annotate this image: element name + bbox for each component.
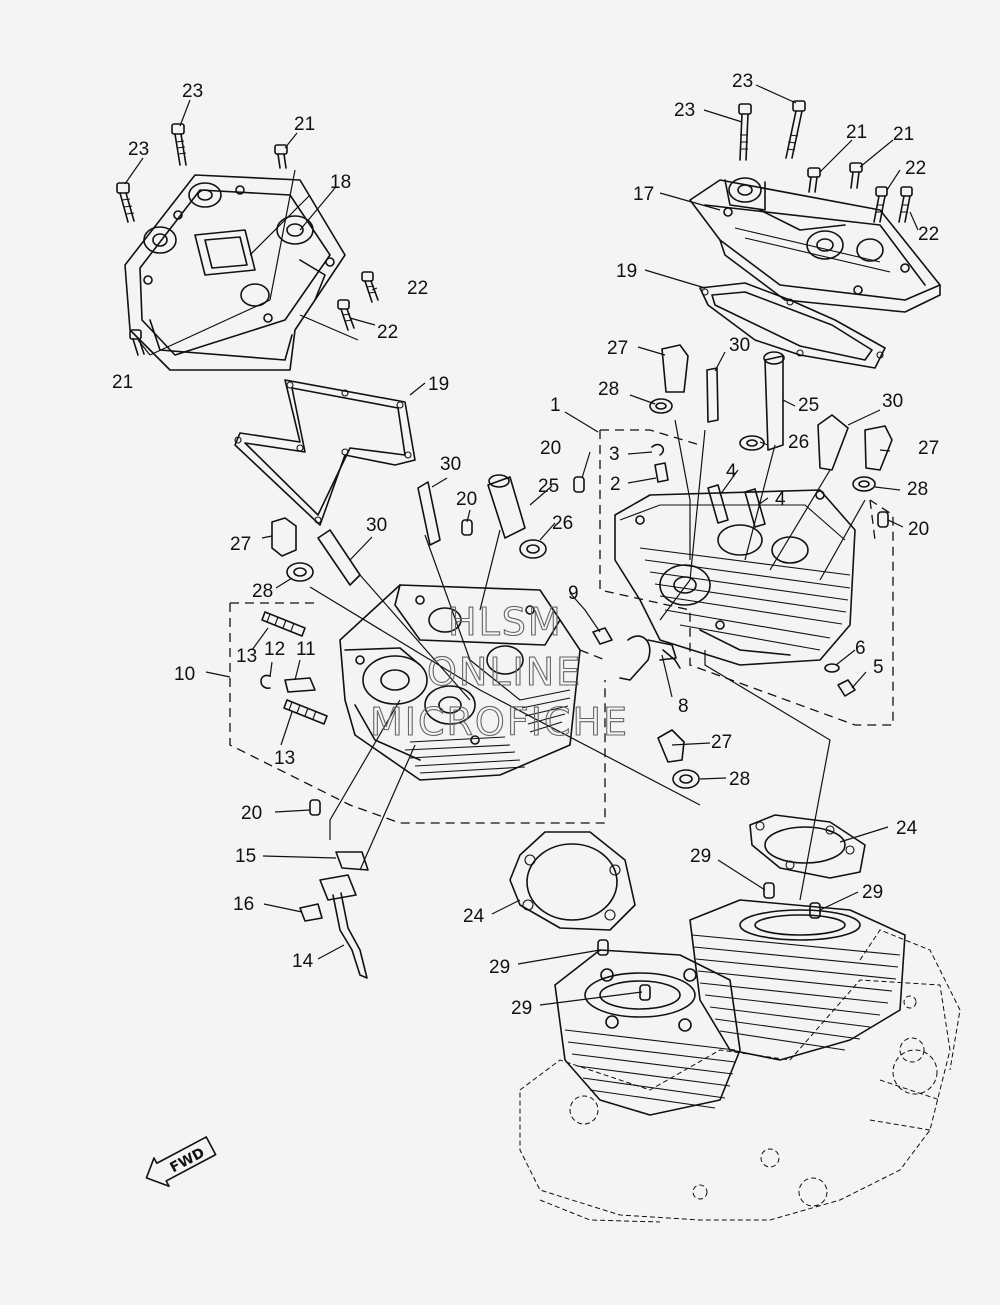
callout-23: 23 [732, 71, 753, 92]
callout-12: 12 [264, 639, 285, 660]
callout-27: 27 [230, 534, 251, 555]
callout-8: 8 [678, 696, 689, 717]
cover-gasket-right [699, 282, 886, 369]
callout-22: 22 [377, 322, 398, 343]
callout-4: 4 [775, 489, 786, 510]
callout-30: 30 [882, 391, 903, 412]
callout-6: 6 [855, 638, 866, 659]
callout-16: 16 [233, 894, 254, 915]
callout-22: 22 [407, 278, 428, 299]
callout-29: 29 [862, 882, 883, 903]
callout-30: 30 [440, 454, 461, 475]
callout-4: 4 [726, 461, 737, 482]
callout-19: 19 [616, 261, 637, 282]
head-gasket-right [749, 814, 866, 879]
callout-22: 22 [905, 158, 926, 179]
callout-21: 21 [846, 122, 867, 143]
callout-21: 21 [294, 114, 315, 135]
fwd-arrow-icon: FWD [145, 1136, 217, 1188]
cylinder-head-right [614, 489, 856, 666]
callout-30: 30 [366, 515, 387, 536]
callout-13: 13 [274, 748, 295, 769]
callout-27: 27 [607, 338, 628, 359]
callout-26: 26 [788, 432, 809, 453]
callout-2: 2 [610, 474, 621, 495]
callout-23: 23 [128, 139, 149, 160]
leader-lines [124, 84, 919, 1006]
callout-15: 15 [235, 846, 256, 867]
fwd-label: FWD [168, 1145, 208, 1176]
callout-26: 26 [552, 513, 573, 534]
callout-21: 21 [112, 372, 133, 393]
callout-1: 1 [550, 395, 561, 416]
callout-labels: 23 23 21 18 22 22 21 19 23 23 21 21 22 2… [112, 71, 939, 1019]
callout-29: 29 [690, 846, 711, 867]
callout-20: 20 [456, 489, 477, 510]
watermark-line-3: MICROFICHE [370, 700, 629, 744]
callout-28: 28 [598, 379, 619, 400]
callout-20: 20 [908, 519, 929, 540]
cylinder-head-left [339, 584, 581, 781]
head-assembly-bracket-left [229, 602, 606, 824]
head-gasket-left [509, 831, 636, 931]
callout-18: 18 [330, 172, 351, 193]
callout-25: 25 [798, 395, 819, 416]
callout-10: 10 [174, 664, 195, 685]
callout-22: 22 [918, 224, 939, 245]
watermark-line-1: HLSM [448, 600, 563, 644]
callout-28: 28 [907, 479, 928, 500]
callout-3: 3 [609, 444, 620, 465]
callout-11: 11 [296, 639, 316, 660]
watermark: HLSM ONLINE MICROFICHE [369, 599, 629, 744]
callout-25: 25 [538, 476, 559, 497]
callout-27: 27 [711, 732, 732, 753]
callout-17: 17 [633, 184, 654, 205]
callout-24: 24 [896, 818, 918, 839]
callout-27: 27 [918, 438, 939, 459]
callout-23: 23 [182, 81, 203, 102]
cover-bolts-left [116, 123, 379, 356]
callout-13: 13 [236, 646, 257, 667]
callout-29: 29 [511, 998, 532, 1019]
cover-gasket-left [234, 379, 416, 526]
dowel-pins [597, 882, 821, 1001]
callout-5: 5 [873, 657, 884, 678]
callout-20: 20 [241, 803, 262, 824]
cylinder-front [689, 899, 906, 1061]
watermark-line-2: ONLINE [427, 650, 582, 694]
callout-21: 21 [893, 124, 914, 145]
callout-9: 9 [568, 583, 579, 604]
callout-28: 28 [252, 581, 273, 602]
cylinder-rear [554, 949, 741, 1116]
callout-28: 28 [729, 769, 750, 790]
callout-20: 20 [540, 438, 561, 459]
callout-23: 23 [674, 100, 695, 121]
crankcase [519, 929, 961, 1223]
head-cover-left [124, 174, 346, 371]
callout-29: 29 [489, 957, 510, 978]
head-cover-right [689, 177, 941, 313]
callout-24: 24 [463, 906, 485, 927]
callout-19: 19 [428, 374, 449, 395]
callout-30: 30 [729, 335, 750, 356]
head-assembly-bracket-right [599, 429, 894, 726]
callout-14: 14 [292, 951, 314, 972]
